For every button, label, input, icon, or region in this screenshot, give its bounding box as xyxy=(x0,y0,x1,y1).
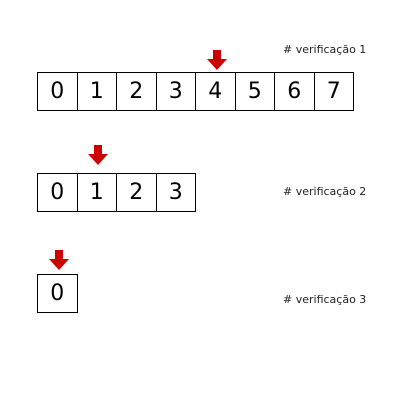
step-label: # verificação 3 xyxy=(283,293,367,306)
array-cell: 1 xyxy=(77,173,117,212)
array-cell: 0 xyxy=(38,72,78,111)
array-cell: 2 xyxy=(117,173,157,212)
pointer-arrow-icon xyxy=(88,145,108,165)
array-cell: 0 xyxy=(38,173,78,212)
array-cell: 2 xyxy=(117,72,157,111)
array-row: 0 xyxy=(37,274,78,313)
array-cell: 3 xyxy=(156,72,196,111)
pointer-arrow-icon xyxy=(49,250,69,270)
step-label: # verificação 2 xyxy=(283,185,367,198)
array-cell: 5 xyxy=(235,72,275,111)
array-cell: 6 xyxy=(275,72,315,111)
pointer-arrow-icon xyxy=(207,50,227,70)
array-cell: 1 xyxy=(77,72,117,111)
array-cell: 0 xyxy=(38,274,78,313)
array-cell: 7 xyxy=(314,72,354,111)
array-cell: 3 xyxy=(156,173,196,212)
array-row: 0 1 2 3 xyxy=(37,173,196,212)
array-row: 0 1 2 3 4 5 6 7 xyxy=(37,72,354,111)
array-cell: 4 xyxy=(196,72,236,111)
step-label: # verificação 1 xyxy=(283,43,367,56)
